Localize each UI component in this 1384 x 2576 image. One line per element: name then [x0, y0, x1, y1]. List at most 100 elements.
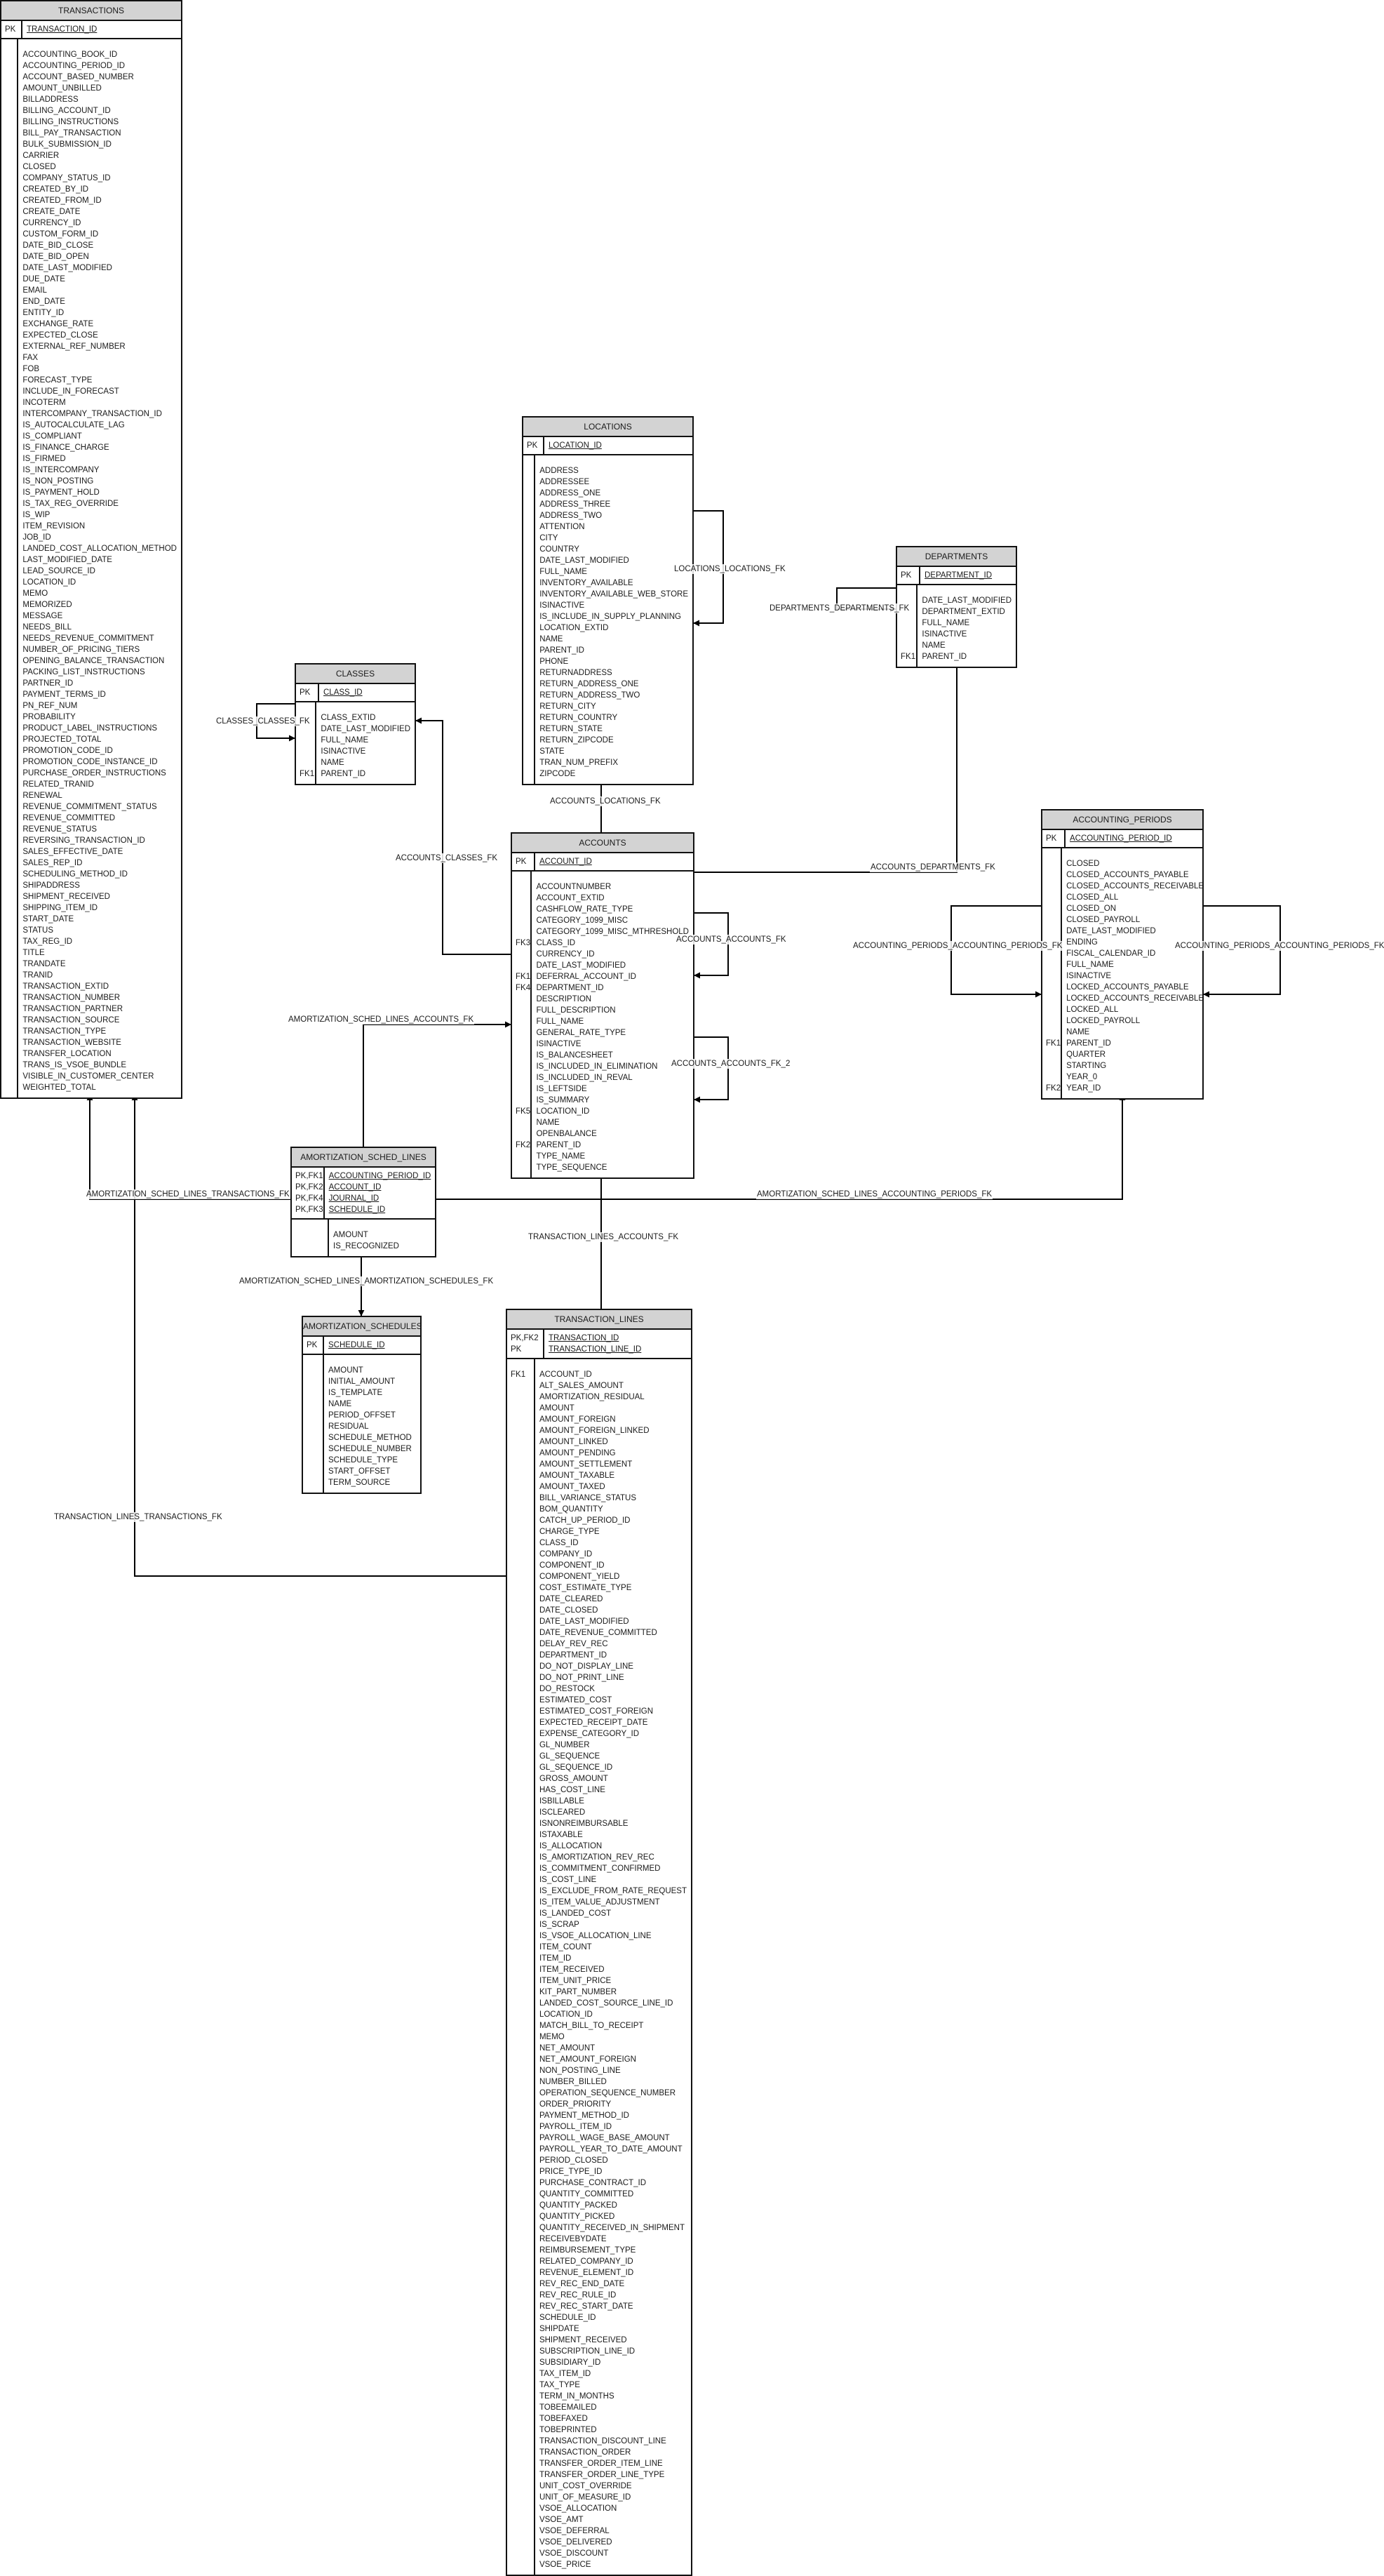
column-name[interactable]: DATE_LAST_MODIFIED [321, 725, 410, 733]
column-name[interactable]: CLASS_ID [536, 939, 576, 947]
column-name[interactable]: TOBEPRINTED [539, 2426, 597, 2434]
column-name[interactable]: EXPENSE_CATEGORY_ID [539, 1730, 640, 1738]
column-name[interactable]: DATE_LAST_MODIFIED [539, 1617, 629, 1626]
column-name[interactable]: IS_WIP [22, 511, 51, 519]
column-name[interactable]: ORDER_PRIORITY [539, 2100, 612, 2109]
column-name[interactable]: IS_AMORTIZATION_REV_REC [539, 1853, 654, 1862]
column-name[interactable]: DATE_REVENUE_COMMITTED [539, 1629, 657, 1637]
column-name[interactable]: ACCOUNTNUMBER [536, 883, 612, 891]
column-name[interactable]: ISTAXABLE [539, 1831, 583, 1839]
column-name[interactable]: DEPARTMENT_ID [539, 1651, 607, 1660]
column-name[interactable]: REVENUE_COMMITMENT_STATUS [22, 803, 157, 811]
column-name[interactable]: IS_INCLUDED_IN_REVAL [536, 1074, 633, 1082]
column-name[interactable]: RETURN_COUNTRY [539, 714, 618, 722]
column-name[interactable]: TRANSACTION_NUMBER [22, 994, 121, 1002]
column-name[interactable]: DEPARTMENT_ID [536, 984, 604, 992]
column-name[interactable]: TRANSFER_ORDER_ITEM_LINE [539, 2460, 663, 2468]
column-name[interactable]: GL_SEQUENCE_ID [539, 1763, 613, 1772]
column-name[interactable]: PAYROLL_ITEM_ID [539, 2123, 612, 2131]
column-name[interactable]: IS_INTERCOMPANY [22, 466, 100, 474]
column-name[interactable]: TRANS_IS_VSOE_BUNDLE [22, 1061, 127, 1069]
column-name[interactable]: CREATED_FROM_ID [22, 196, 102, 205]
column-name[interactable]: NET_AMOUNT_FOREIGN [539, 2055, 636, 2064]
column-name[interactable]: SHIPMENT_RECEIVED [22, 893, 110, 901]
column-name[interactable]: COST_ESTIMATE_TYPE [539, 1584, 632, 1592]
column-name[interactable]: DO_RESTOCK [539, 1685, 595, 1693]
column-name[interactable]: INITIAL_AMOUNT [328, 1377, 396, 1386]
column-name[interactable]: NAME [536, 1119, 560, 1127]
column-name[interactable]: REV_REC_START_DATE [539, 2302, 633, 2311]
column-name[interactable]: REVENUE_COMMITTED [22, 814, 115, 822]
column-name[interactable]: IS_ALLOCATION [539, 1842, 603, 1850]
column-name[interactable]: NAME [922, 641, 946, 650]
column-name[interactable]: IS_COST_LINE [539, 1876, 597, 1884]
column-name[interactable]: FOB [22, 365, 40, 373]
column-name[interactable]: VISIBLE_IN_CUSTOMER_CENTER [22, 1072, 154, 1081]
column-name[interactable]: AMOUNT_PENDING [539, 1449, 616, 1457]
column-name[interactable]: BOM_QUANTITY [539, 1505, 603, 1514]
column-name[interactable]: DO_NOT_PRINT_LINE [539, 1674, 624, 1682]
column-name[interactable]: FULL_NAME [536, 1017, 584, 1026]
column-name[interactable]: DATE_CLEARED [539, 1595, 603, 1603]
column-name[interactable]: BILL_VARIANCE_STATUS [539, 1494, 636, 1502]
column-name[interactable]: CURRENCY_ID [22, 219, 81, 227]
column-name[interactable]: PURCHASE_CONTRACT_ID [539, 2179, 647, 2187]
column-name[interactable]: ISINACTIVE [922, 630, 967, 639]
column-name[interactable]: IS_INCLUDE_IN_SUPPLY_PLANNING [539, 613, 681, 621]
primary-key-column[interactable]: SCHEDULE_ID [328, 1341, 385, 1349]
column-name[interactable]: ADDRESS_TWO [539, 512, 603, 520]
column-name[interactable]: COMPONENT_YIELD [539, 1573, 620, 1581]
column-name[interactable]: ZIPCODE [539, 770, 576, 778]
column-name[interactable]: PROBABILITY [22, 713, 76, 721]
column-name[interactable]: VSOE_DELIVERED [539, 2538, 612, 2547]
column-name[interactable]: CLOSED_ACCOUNTS_PAYABLE [1066, 871, 1189, 879]
column-name[interactable]: DUE_DATE [22, 275, 65, 283]
primary-key-column[interactable]: TRANSACTION_LINE_ID [549, 1345, 642, 1354]
column-name[interactable]: CREATED_BY_ID [22, 185, 89, 194]
column-name[interactable]: GROSS_AMOUNT [539, 1775, 608, 1783]
column-name[interactable]: TRANID [22, 971, 53, 980]
column-name[interactable]: ENTITY_ID [22, 309, 65, 317]
column-name[interactable]: NUMBER_OF_PRICING_TIERS [22, 646, 140, 654]
primary-key-column[interactable]: ACCOUNTING_PERIOD_ID [328, 1172, 431, 1180]
column-name[interactable]: AMOUNT_TAXED [539, 1483, 605, 1491]
column-name[interactable]: ACCOUNTING_PERIOD_ID [22, 62, 126, 70]
primary-key-column[interactable]: ACCOUNTING_PERIOD_ID [1070, 834, 1172, 843]
column-name[interactable]: SCHEDULING_METHOD_ID [22, 870, 128, 879]
column-name[interactable]: ISINACTIVE [536, 1040, 582, 1048]
column-name[interactable]: DATE_LAST_MODIFIED [539, 556, 629, 565]
column-name[interactable]: SALES_REP_ID [22, 859, 83, 867]
column-name[interactable]: LAST_MODIFIED_DATE [22, 556, 112, 564]
column-name[interactable]: RETURN_ADDRESS_TWO [539, 691, 640, 700]
column-name[interactable]: YEAR_ID [1066, 1084, 1101, 1093]
column-name[interactable]: NAME [539, 635, 563, 643]
column-name[interactable]: IS_RECOGNIZED [333, 1242, 399, 1250]
column-name[interactable]: INCOTERM [22, 399, 66, 407]
column-name[interactable]: NON_POSTING_LINE [539, 2067, 621, 2075]
column-name[interactable]: QUANTITY_RECEIVED_IN_SHIPMENT [539, 2224, 685, 2232]
column-name[interactable]: PAYROLL_YEAR_TO_DATE_AMOUNT [539, 2145, 683, 2154]
column-name[interactable]: SHIPPING_ITEM_ID [22, 904, 98, 912]
column-name[interactable]: RECEIVEBYDATE [539, 2235, 607, 2243]
column-name[interactable]: ACCOUNT_BASED_NUMBER [22, 73, 134, 81]
primary-key-column[interactable]: SCHEDULE_ID [328, 1206, 386, 1214]
column-name[interactable]: ESTIMATED_COST_FOREIGN [539, 1707, 654, 1716]
column-name[interactable]: DEFERRAL_ACCOUNT_ID [536, 973, 636, 981]
column-name[interactable]: MESSAGE [22, 612, 63, 620]
column-name[interactable]: TOBEEMAILED [539, 2403, 597, 2412]
column-name[interactable]: EMAIL [22, 286, 47, 295]
column-name[interactable]: SHIPDATE [539, 2325, 579, 2333]
column-name[interactable]: OPERATION_SEQUENCE_NUMBER [539, 2089, 676, 2097]
column-name[interactable]: ACCOUNTING_BOOK_ID [22, 51, 118, 59]
primary-key-column[interactable]: ACCOUNT_ID [328, 1183, 382, 1192]
column-name[interactable]: DELAY_REV_REC [539, 1640, 608, 1648]
column-name[interactable]: ITEM_ID [539, 1954, 572, 1963]
column-name[interactable]: NEEDS_BILL [22, 623, 72, 632]
column-name[interactable]: LEAD_SOURCE_ID [22, 567, 95, 575]
column-name[interactable]: IS_COMMITMENT_CONFIRMED [539, 1864, 661, 1873]
column-name[interactable]: CATCH_UP_PERIOD_ID [539, 1516, 631, 1525]
column-name[interactable]: ACCOUNT_EXTID [536, 894, 605, 902]
column-name[interactable]: PRODUCT_LABEL_INSTRUCTIONS [22, 724, 158, 733]
column-name[interactable]: ADDRESS [539, 467, 579, 475]
